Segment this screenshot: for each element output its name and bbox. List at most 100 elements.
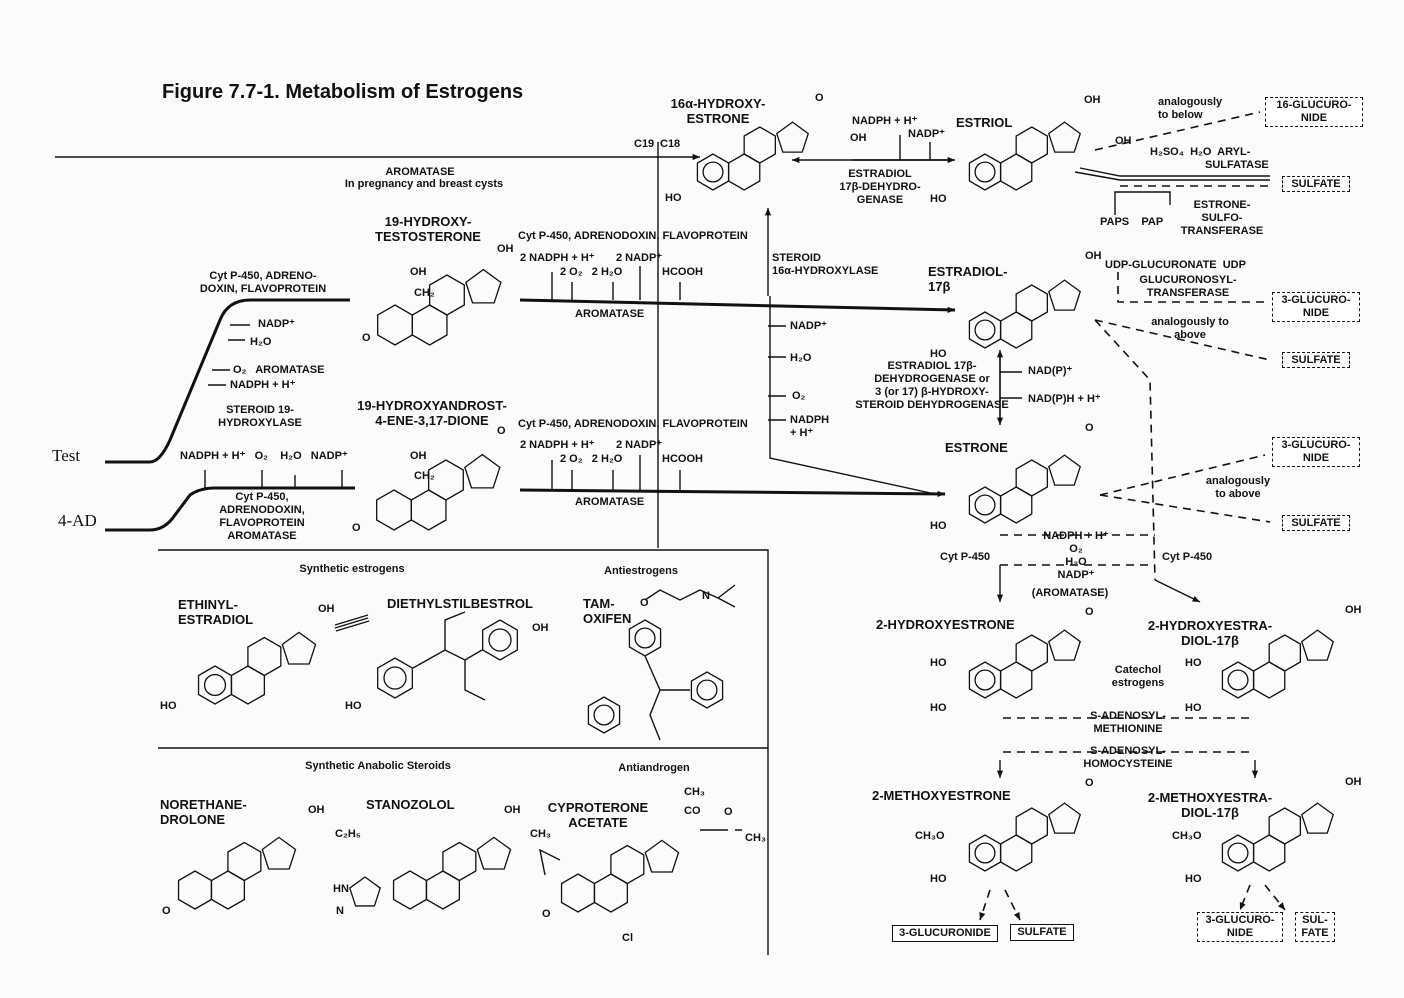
box-3-glucuronide-estrone: 3-GLUCURO- NIDE [1272, 437, 1360, 467]
label-steroid-19-hydroxylase: STEROID 19- HYDROXYLASE [218, 404, 302, 429]
label-s-adenosylhomocysteine: S-ADENOSYL- HOMOCYSTEINE [1083, 745, 1173, 770]
label-norethandrolone: NORETHANE- DROLONE [160, 797, 247, 827]
atom-ch3-stanozolol: CH₃ [530, 828, 551, 840]
label-19-hydroxytestosterone: 19-HYDROXY- TESTOSTERONE [375, 214, 481, 244]
struct-19oh-testosterone-ring-b [411, 304, 448, 346]
atom-oh-estriol: OH [1084, 94, 1101, 106]
tam-ring-2 [587, 696, 621, 734]
arrow-head [1013, 912, 1020, 920]
arrow-to-2-hydroxyestradiol [1154, 579, 1201, 603]
struct-19oh-testosterone-ring-c [428, 274, 465, 316]
arrow-head [947, 156, 955, 164]
aromatic-circle [593, 704, 615, 726]
label-hcooh-lower: HCOOH [662, 453, 703, 465]
struct-stanozolol-ring-d [476, 836, 512, 870]
label-cofactors-upper-2: 2 O₂ 2 H₂O [560, 266, 623, 278]
atom-o-estrone: O [1085, 422, 1094, 434]
label-synthetic-anabolic-steroids: Synthetic Anabolic Steroids [305, 760, 451, 772]
des-ring-1 [377, 657, 413, 699]
atom-ho-me-estrone: HO [930, 873, 947, 885]
atom-cl-cypro: Cl [622, 932, 633, 944]
struct-19oh-testosterone-ring-a [377, 304, 413, 346]
atom-o-cypro: O [724, 806, 733, 818]
struct-estradiol-ring-b [999, 311, 1033, 349]
box-sulfate-estriol: SULFATE [1282, 176, 1350, 192]
aromatic-circle [974, 161, 996, 183]
label-mid-h2o: H₂O [790, 352, 812, 364]
path-to-sulfate-estriol-2 [1079, 167, 1270, 177]
struct-2-methoxyestradiol-ring-c [1268, 807, 1302, 845]
aromatic-circle [974, 494, 996, 516]
atom-ch3-cypro-top: CH₃ [684, 786, 705, 798]
label-antiestrogens: Antiestrogens [604, 565, 678, 577]
aromatic-circle [696, 679, 718, 701]
cypro-cyclopropyl [539, 848, 561, 876]
aromatic-circle [974, 842, 996, 864]
box-3-glucuronide-estradiol: 3-GLUCURO- NIDE [1272, 292, 1360, 322]
atom-ho-des: HO [345, 700, 362, 712]
label-cyp-upper: Cyt P-450, ADRENODOXIN, FLAVOPROTEIN [518, 230, 748, 242]
label-analogously-below: analogously to below [1158, 96, 1223, 121]
aromatic-circle [974, 319, 996, 341]
atom-ho-estradiol: HO [930, 348, 947, 360]
cofactor-stubs-lower-left [204, 470, 343, 488]
struct-stanozolol-ring-a [392, 870, 428, 910]
label-cyp-right: Cyt P-450 [1162, 551, 1213, 563]
label-aromatase-upper: AROMATASE [575, 308, 645, 320]
label-cyp-adrenodoxin-1: Cyt P-450, ADRENO- DOXIN, FLAVOPROTEIN [199, 270, 327, 295]
arrow-head [996, 770, 1004, 778]
dashed-hydroxylation-box [1000, 534, 1155, 566]
struct-norethandrolone-ring-a [177, 870, 213, 910]
label-estrone: ESTRONE [945, 440, 1008, 455]
label-estradiol-17b-dh-top: ESTRADIOL 17β-DEHYDRO- GENASE [839, 168, 921, 206]
dashed-methylation-box [1003, 717, 1255, 753]
struct-estrone-ring-a [968, 486, 1002, 524]
label-synthetic-estrogens: Synthetic estrogens [299, 563, 405, 575]
arrow-to-gluc-md [1239, 884, 1251, 911]
label-nadph-top: NADPH + H⁺ [852, 115, 918, 127]
dashed-to-gluc-e2 [1117, 272, 1265, 303]
arrow-head [937, 490, 945, 498]
input-androstenedione: 4-AD [58, 511, 97, 530]
aromatic-circle [702, 161, 724, 183]
synthetic-panel-borders [158, 549, 769, 955]
input-test: Test [52, 446, 81, 465]
atom-o-cypro-3: O [542, 908, 551, 920]
arrow-head [1192, 595, 1200, 602]
struct-2-methoxyestradiol-ring-b [1252, 834, 1286, 872]
struct-2-hydroxyestradiol-ring-b [1252, 661, 1286, 699]
struct-16oh-estrone-ring-c [743, 126, 777, 164]
label-diethylstilbestrol: DIETHYLSTILBESTROL [387, 596, 533, 611]
struct-2-hydroxyestrone-ring-d [1047, 629, 1082, 661]
arrow-to-estradiol [519, 298, 956, 312]
label-c18: C18 [660, 138, 681, 150]
atom-hn-stanozolol: HN [333, 883, 349, 895]
struct-2-hydroxyestrone-ring-b [999, 661, 1033, 699]
arrow-to-gluc-me [979, 889, 991, 921]
label-h2o-left: H₂O [250, 336, 272, 348]
dashed-to-sulfate-e2 [1094, 319, 1271, 361]
label-s-adenosylmethionine: S-ADENOSYL- METHIONINE [1090, 710, 1166, 735]
label-2-methoxyestradiol: 2-METHOXYESTRA- DIOL-17β [1147, 790, 1273, 820]
aromatic-circle [974, 669, 996, 691]
label-estrone-sulfotransferase: ESTRONE- SULFO- TRANSFERASE [1180, 199, 1264, 237]
ethinyl-triple-bond [334, 614, 370, 632]
struct-19oh-testosterone-ring-d [465, 268, 502, 304]
atom-ch2-19-ad: CH₂ [414, 470, 435, 482]
arrow-head [1251, 770, 1259, 778]
box-sulfate-estrone: SULFATE [1282, 515, 1350, 531]
atom-ho-2-estradiol: HO [1185, 657, 1202, 669]
atom-oh-19-ad: OH [410, 450, 427, 462]
label-nadph-e2: NAD(P)H + H⁺ [1028, 393, 1101, 405]
arrow-head [1239, 902, 1246, 910]
label-stanozolol: STANOZOLOL [366, 797, 455, 812]
arrow-head [692, 153, 700, 161]
struct-ethinylestradiol-ring-c [247, 636, 282, 677]
label-nadp-left: NADP⁺ [258, 318, 295, 330]
atom-ho-3-estradiol: HO [1185, 702, 1202, 714]
label-lower-left-enzymes: Cyt P-450, ADRENODOXIN, FLAVOPROTEIN ARO… [219, 491, 305, 542]
atom-oh-noreth: OH [308, 804, 325, 816]
label-aromatase-paren: (AROMATASE) [1031, 587, 1109, 599]
atom-ho-3-position: HO [930, 702, 947, 714]
